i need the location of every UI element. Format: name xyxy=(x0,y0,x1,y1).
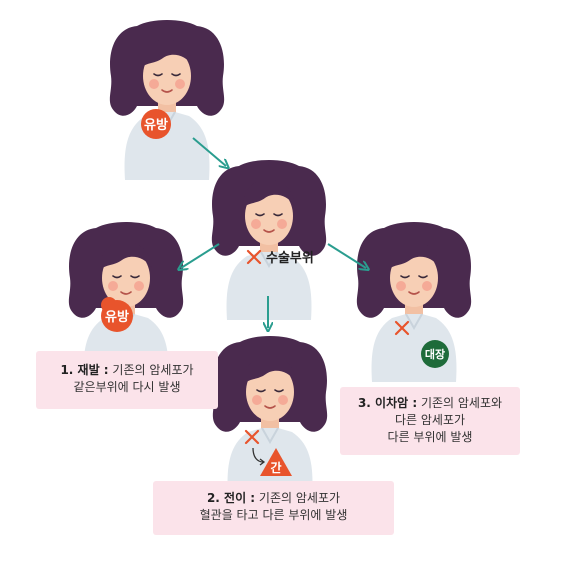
arrow-to-recurrence xyxy=(181,243,220,268)
cross-mark-icon xyxy=(244,429,260,445)
caption-metastasis: 2. 전이 : 기존의 암세포가 혈관을 타고 다른 부위에 발생 xyxy=(153,481,394,535)
caption-second-primary-line2: 다른 암세포가 xyxy=(394,413,466,427)
recurrence-badge-label: 유방 xyxy=(105,309,129,325)
caption-second-primary-line3: 다른 부위에 발생 xyxy=(387,430,473,444)
metastasis-curve-arrow-icon xyxy=(252,447,266,466)
caption-second-primary: 3. 이차암 : 기존의 암세포와 다른 암세포가 다른 부위에 발생 xyxy=(340,387,520,455)
caption-second-primary-title: 3. 이차암 : xyxy=(357,396,418,410)
liver-badge-label: 간 xyxy=(270,460,281,475)
caption-second-primary-line1: 기존의 암세포와 xyxy=(417,396,503,410)
figure-second-primary xyxy=(355,221,473,383)
cross-mark-icon xyxy=(394,320,410,336)
caption-recurrence-title: 1. 재발 : xyxy=(60,363,109,377)
colon-badge: 대장 xyxy=(421,340,449,368)
caption-recurrence-line2: 같은부위에 다시 발생 xyxy=(73,380,181,394)
caption-metastasis-line1: 기존의 암세포가 xyxy=(255,491,341,505)
breast-badge-recurrence: 유방 xyxy=(101,297,133,332)
arrow-to-surgery xyxy=(192,137,226,166)
caption-recurrence: 1. 재발 : 기존의 암세포가 같은부위에 다시 발생 xyxy=(36,351,218,409)
caption-metastasis-title: 2. 전이 : xyxy=(206,491,256,505)
caption-metastasis-line2: 혈관을 타고 다른 부위에 발생 xyxy=(199,508,348,522)
colon-badge-label: 대장 xyxy=(425,347,445,361)
liver-badge: 간 xyxy=(260,448,292,476)
arrow-to-second-primary xyxy=(327,243,366,268)
figure-original-cancer xyxy=(108,19,226,181)
cross-mark-icon xyxy=(246,249,262,265)
caption-recurrence-line1: 기존의 암세포가 xyxy=(108,363,194,377)
breast-badge-label: 유방 xyxy=(144,117,168,133)
surgery-site-label: 수술부위 xyxy=(266,251,314,266)
breast-badge-original: 유방 xyxy=(141,109,171,139)
